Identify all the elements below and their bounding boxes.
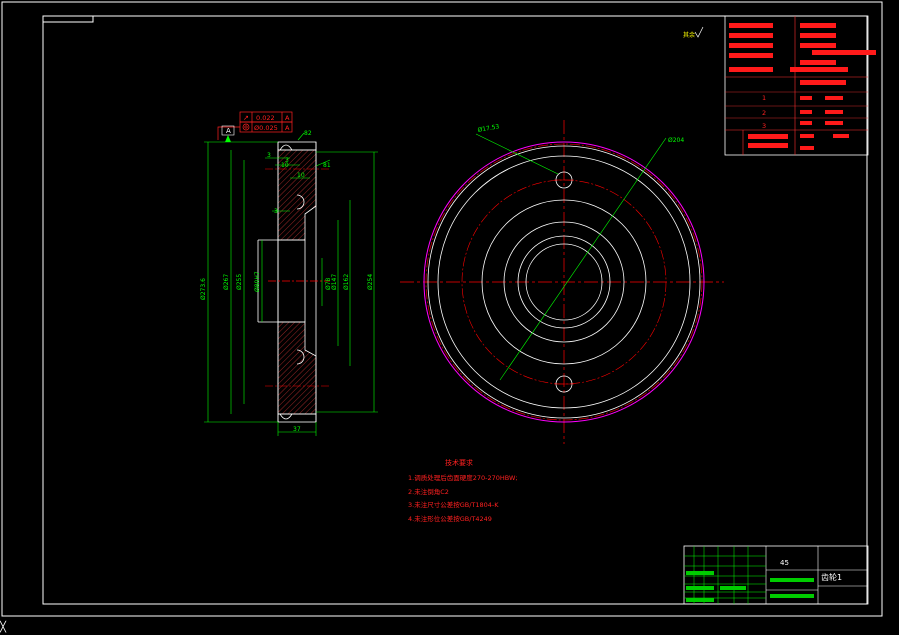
dim-78: Ø78 bbox=[325, 277, 332, 290]
section-view bbox=[257, 141, 330, 423]
dim-267: Ø267 bbox=[223, 274, 230, 290]
runout-value: 0.022 bbox=[256, 114, 275, 122]
dim-bore: Ø80H7 bbox=[254, 271, 261, 292]
param-row-3: 3 bbox=[762, 122, 766, 130]
hub-circle bbox=[517, 235, 611, 329]
param-row-2: 2 bbox=[762, 109, 766, 117]
notes-title: 技术要求 bbox=[445, 458, 473, 467]
sheet-tab bbox=[42, 15, 94, 23]
tolerance-frames: ↗ 0.022 A Ø0.025 A A bbox=[217, 111, 293, 142]
note-3: 3.未注尺寸公差按GB/T1804-K bbox=[408, 500, 499, 509]
dim-254: Ø254 bbox=[367, 274, 374, 290]
coaxiality-symbol-icon bbox=[242, 123, 250, 131]
front-dimensions bbox=[475, 133, 667, 381]
root-circle bbox=[427, 145, 701, 419]
dim-147: Ø147 bbox=[331, 274, 338, 290]
title-block bbox=[683, 545, 869, 605]
title-material: 45 bbox=[780, 559, 789, 567]
section-dimension-texts: Ø273.6 Ø267 Ø255 Ø80H7 Ø78 Ø147 Ø162 Ø25… bbox=[200, 130, 374, 433]
coax-datum: A bbox=[285, 124, 290, 132]
web-outer-circle bbox=[481, 199, 647, 365]
dim-step-3: 3 bbox=[267, 152, 271, 159]
title-part-name: 齿轮1 bbox=[821, 572, 842, 582]
dim-hole: Ø17.53 bbox=[477, 123, 500, 134]
dim-162: Ø162 bbox=[343, 274, 350, 290]
ucs-icon: ╳ bbox=[0, 620, 7, 633]
section-dimensions bbox=[204, 132, 378, 436]
coax-value: Ø0.025 bbox=[254, 124, 278, 132]
dim-step-10: 10 bbox=[281, 162, 289, 169]
dim-callout-81: 81 bbox=[323, 162, 331, 169]
param-row-1: 1 bbox=[762, 94, 766, 102]
runout-symbol-icon: ↗ bbox=[243, 114, 249, 122]
dim-outer-dia: Ø273.6 bbox=[200, 278, 207, 300]
addendum-circle bbox=[423, 141, 705, 423]
pitch-circle bbox=[425, 143, 703, 421]
dim-step-10b: 10 bbox=[297, 172, 305, 179]
note-4: 4.未注形位公差按GB/T4249 bbox=[408, 514, 492, 523]
rim-inner-circle bbox=[437, 155, 691, 409]
section-hatch-lower bbox=[277, 321, 317, 415]
note-2: 2.未注倒角C2 bbox=[408, 487, 449, 496]
bore-circle bbox=[525, 243, 603, 321]
dim-pcd: Ø204 bbox=[668, 137, 684, 144]
inner-drawing-frame bbox=[42, 15, 868, 605]
roughness-corner-symbol: 其余 bbox=[683, 26, 704, 39]
dim-r3b: 3 bbox=[285, 157, 289, 164]
outer-sheet-border bbox=[1, 1, 883, 617]
dim-callout-82: 82 bbox=[304, 130, 312, 137]
dim-r3: 3 bbox=[274, 208, 278, 215]
runout-datum: A bbox=[285, 114, 290, 122]
dim-width: 37 bbox=[293, 426, 301, 433]
datum-label: A bbox=[226, 127, 231, 135]
bolt-pitch-circle bbox=[461, 179, 667, 385]
roughness-corner-label: 其余 bbox=[683, 31, 695, 39]
technical-notes: 技术要求 1.调质处理后齿面硬度270-270HBW; 2.未注倒角C2 3.未… bbox=[408, 458, 518, 523]
hub-outer-circle bbox=[503, 221, 625, 343]
front-view bbox=[400, 120, 724, 444]
note-1: 1.调质处理后齿面硬度270-270HBW; bbox=[408, 473, 518, 482]
dim-255: Ø255 bbox=[236, 274, 243, 290]
parameter-table: 1 2 3 bbox=[724, 15, 876, 156]
